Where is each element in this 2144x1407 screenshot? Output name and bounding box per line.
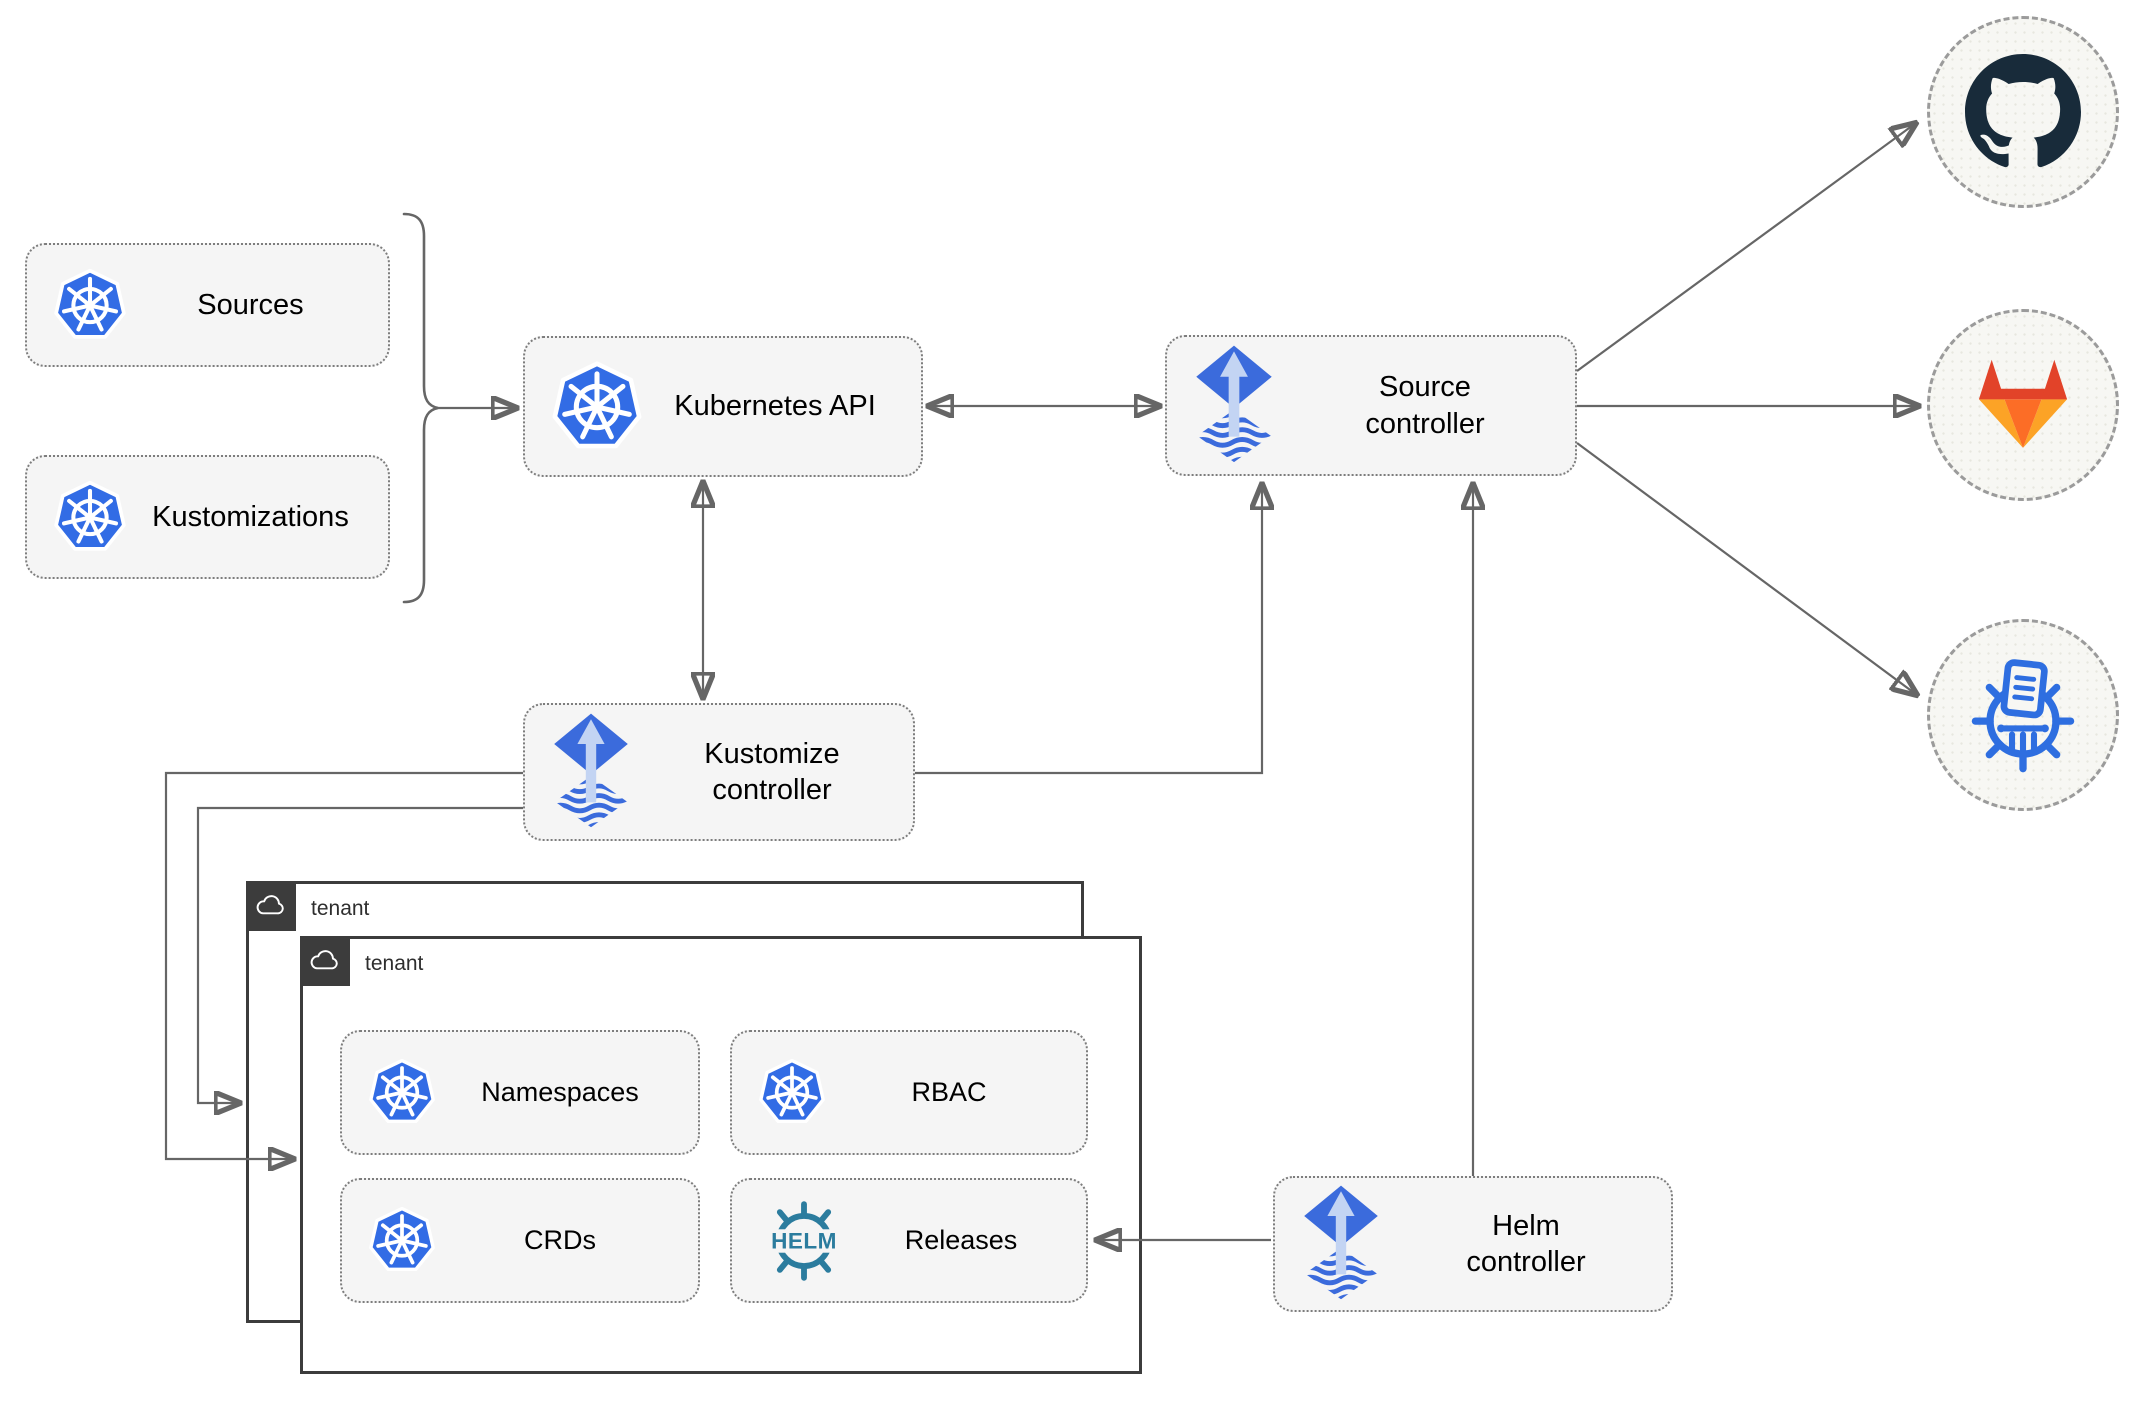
node-source-controller: Source controller: [1165, 335, 1577, 476]
helm-icon: HELM: [758, 1199, 850, 1283]
kubernetes-icon: [551, 359, 643, 455]
node-label: Helm controller: [1466, 1209, 1586, 1278]
node-crds: CRDs: [340, 1178, 700, 1303]
endpoint-manifest-registry: [1927, 619, 2119, 811]
node-rbac: RBAC: [730, 1030, 1088, 1155]
github-icon: [1965, 54, 2081, 168]
edge-kustomize-to-source-controller: [915, 484, 1262, 775]
node-kustomizations: Kustomizations: [25, 455, 390, 579]
node-label: RBAC: [911, 1076, 987, 1107]
kubernetes-icon: [368, 1057, 436, 1128]
cloud-icon: [255, 895, 287, 917]
tenant-label: tenant: [365, 952, 424, 975]
cloud-icon: [309, 950, 341, 972]
endpoint-github: [1927, 16, 2119, 208]
node-label: CRDs: [524, 1224, 596, 1255]
kubernetes-icon: [53, 267, 127, 344]
endpoint-gitlab: [1927, 309, 2119, 501]
flux-icon: [1301, 1184, 1381, 1304]
node-namespaces: Namespaces: [340, 1030, 700, 1155]
tenant-group-front: tenant: [300, 936, 1142, 1374]
tenant-tab: [246, 881, 296, 931]
node-label: Releases: [904, 1224, 1018, 1255]
node-releases: HELM Releases: [730, 1178, 1088, 1303]
node-label: Namespaces: [481, 1076, 639, 1107]
manifests-registry-icon: [1971, 659, 2075, 773]
node-label: Source controller: [1365, 371, 1485, 440]
bracket-sources-group: [402, 212, 439, 604]
node-helm-controller: Helm controller: [1273, 1176, 1673, 1312]
node-label: Sources: [197, 288, 304, 321]
kubernetes-icon: [758, 1057, 826, 1128]
gitlab-icon: [1978, 359, 2068, 448]
edge-source-to-manifests: [1576, 442, 1917, 695]
tenant-label: tenant: [311, 897, 370, 920]
node-kubernetes-api: Kubernetes API: [523, 336, 923, 477]
node-kustomize-controller: Kustomize controller: [523, 703, 915, 841]
node-label: Kubernetes API: [674, 390, 876, 423]
tenant-tab: [300, 936, 350, 986]
edge-source-to-github: [1576, 123, 1916, 372]
helm-logo-text: HELM: [771, 1228, 837, 1253]
flux-icon: [1193, 344, 1275, 467]
node-label: Kustomize controller: [704, 737, 840, 806]
node-sources: Sources: [25, 243, 390, 367]
node-label: Kustomizations: [152, 500, 349, 533]
kubernetes-icon: [368, 1205, 436, 1276]
flux-icon: [551, 712, 631, 832]
kubernetes-icon: [53, 479, 127, 556]
